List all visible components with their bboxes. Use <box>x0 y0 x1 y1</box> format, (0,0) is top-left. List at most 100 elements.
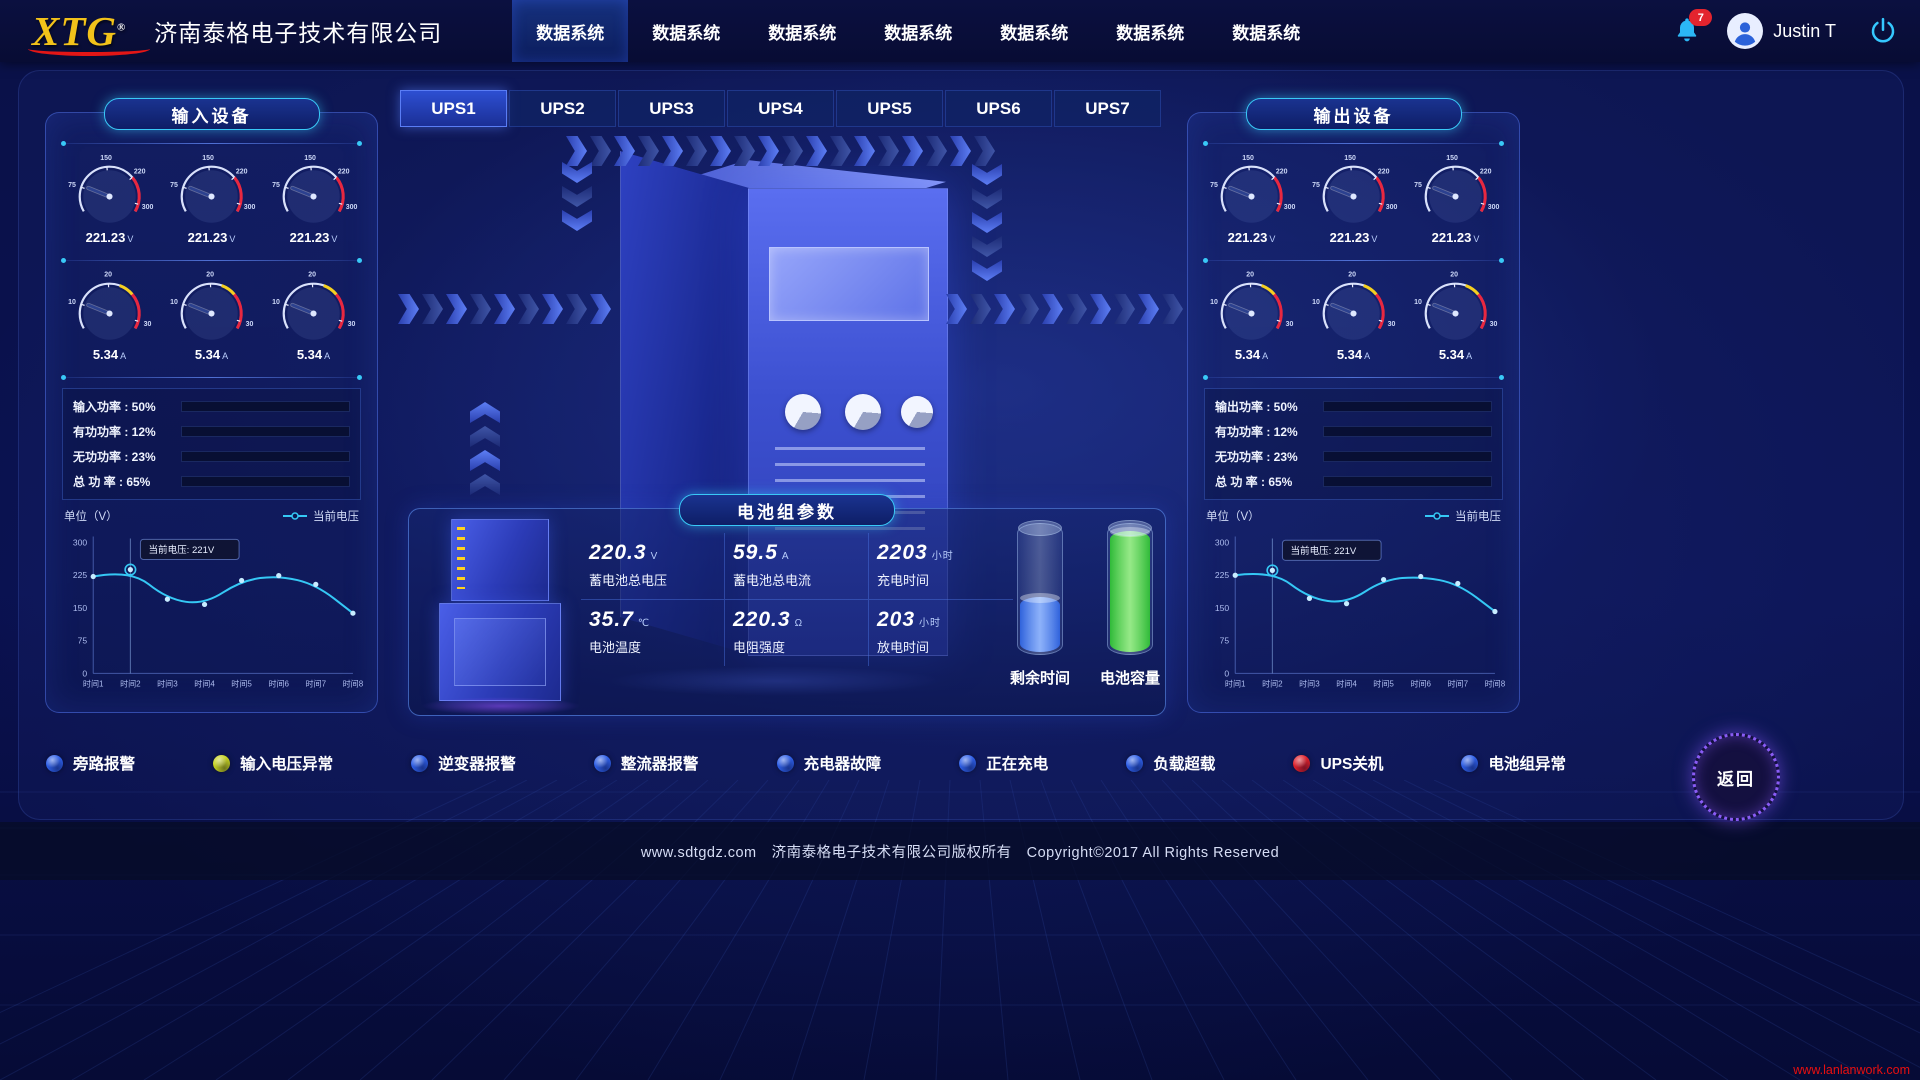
status-item: 充电器故障 <box>776 752 881 774</box>
power-bar-label: 总 功 率 : 65% <box>1215 475 1293 489</box>
ups-tab[interactable]: UPS6 <box>945 90 1052 127</box>
back-button[interactable]: 返回 <box>1692 733 1780 821</box>
svg-text:时间6: 时间6 <box>1410 678 1431 688</box>
svg-text:150: 150 <box>1344 155 1356 162</box>
panel-title: 电池组参数 <box>679 494 895 526</box>
company-name: 济南泰格电子技术有限公司 <box>154 20 443 46</box>
battery-cabinet-graphic <box>421 513 581 715</box>
registered-mark: ® <box>117 21 127 34</box>
svg-text:30: 30 <box>1388 321 1396 328</box>
svg-text:300: 300 <box>73 538 88 548</box>
notification-bell-icon[interactable]: 7 <box>1673 9 1713 46</box>
user-menu[interactable]: Justin T <box>1727 13 1836 49</box>
power-bar-row: 总 功 率 : 65% <box>1215 473 1492 490</box>
nav-item[interactable]: 数据系统 <box>512 0 629 62</box>
svg-text:时间2: 时间2 <box>1262 678 1283 688</box>
stat-label: 充电时间 <box>877 573 930 588</box>
ups-tab[interactable]: UPS1 <box>400 90 507 127</box>
panel-title: 输出设备 <box>1245 98 1462 130</box>
nav-item[interactable]: 数据系统 <box>652 23 721 43</box>
svg-text:300: 300 <box>1386 204 1398 211</box>
svg-text:20: 20 <box>206 272 214 279</box>
power-bar-track <box>181 451 350 462</box>
nav-item[interactable]: 数据系统 <box>1000 23 1069 43</box>
svg-text:时间4: 时间4 <box>1336 678 1357 688</box>
status-dot <box>46 754 63 772</box>
status-dot <box>1126 754 1144 772</box>
status-item: 输入电压异常 <box>213 752 333 774</box>
ups-tab[interactable]: UPS3 <box>618 90 725 127</box>
power-bar-label: 输入功率 : 50% <box>73 400 156 414</box>
ups-tab[interactable]: UPS7 <box>1054 90 1161 127</box>
svg-text:30: 30 <box>246 321 254 328</box>
top-right-group: 7 Justin T <box>1673 9 1900 49</box>
ups-tab[interactable]: UPS4 <box>727 90 834 127</box>
svg-text:时间6: 时间6 <box>268 678 289 688</box>
main-nav: 数据系统 数据系统 数据系统 数据系统 数据系统 数据系统 数据系统 <box>512 0 1324 62</box>
svg-text:150: 150 <box>304 155 316 162</box>
nav-item[interactable]: 数据系统 <box>884 23 953 43</box>
svg-text:150: 150 <box>1215 603 1230 613</box>
nav-item[interactable]: 数据系统 <box>1116 23 1185 43</box>
status-label: 整流器报警 <box>620 756 699 773</box>
nav-item[interactable]: 数据系统 <box>1232 23 1301 43</box>
cylinder-gauge: 电池容量 <box>1099 520 1161 688</box>
footer-text: www.sdtgdz.com 济南泰格电子技术有限公司版权所有 Copyrigh… <box>640 844 1280 861</box>
power-bar-track <box>181 476 350 487</box>
svg-text:20: 20 <box>1246 272 1254 279</box>
battery-cylinders: 剩余时间电池容量 <box>1009 520 1161 688</box>
svg-text:时间4: 时间4 <box>194 678 215 688</box>
cabinet-glow <box>421 697 581 715</box>
footer: www.sdtgdz.com 济南泰格电子技术有限公司版权所有 Copyrigh… <box>0 822 1920 880</box>
svg-text:75: 75 <box>272 182 280 189</box>
svg-text:当前电压: 221V: 当前电压: 221V <box>1290 545 1356 557</box>
power-button[interactable] <box>1866 14 1900 48</box>
divider <box>1203 258 1504 263</box>
watermark-text: www.lanlanwork.com <box>1793 1063 1910 1077</box>
power-bars: 输入功率 : 50%有功功率 : 12%无功功率 : 23%总 功 率 : 65… <box>62 388 361 500</box>
power-bar-label: 有功功率 : 12% <box>73 425 156 439</box>
ups-tab[interactable]: UPS5 <box>836 90 943 127</box>
status-item: 逆变器报警 <box>411 752 516 774</box>
svg-text:75: 75 <box>170 182 178 189</box>
svg-text:150: 150 <box>202 155 214 162</box>
svg-text:10: 10 <box>68 299 76 306</box>
svg-text:225: 225 <box>73 570 88 580</box>
power-bar-track <box>1323 476 1492 487</box>
power-bar-label: 无功功率 : 23% <box>73 450 156 464</box>
ups-tab[interactable]: UPS2 <box>509 90 616 127</box>
svg-text:300: 300 <box>244 204 256 211</box>
legend-line-icon <box>283 512 307 520</box>
panel-title: 输入设备 <box>103 98 320 130</box>
svg-text:220: 220 <box>134 169 146 176</box>
status-dot <box>776 754 794 772</box>
svg-text:220: 220 <box>338 169 350 176</box>
nav-item[interactable]: 数据系统 <box>768 23 837 43</box>
svg-text:150: 150 <box>1242 155 1254 162</box>
svg-text:时间1: 时间1 <box>83 678 104 688</box>
cabinet-lower-box <box>439 603 561 701</box>
svg-text:30: 30 <box>348 321 356 328</box>
